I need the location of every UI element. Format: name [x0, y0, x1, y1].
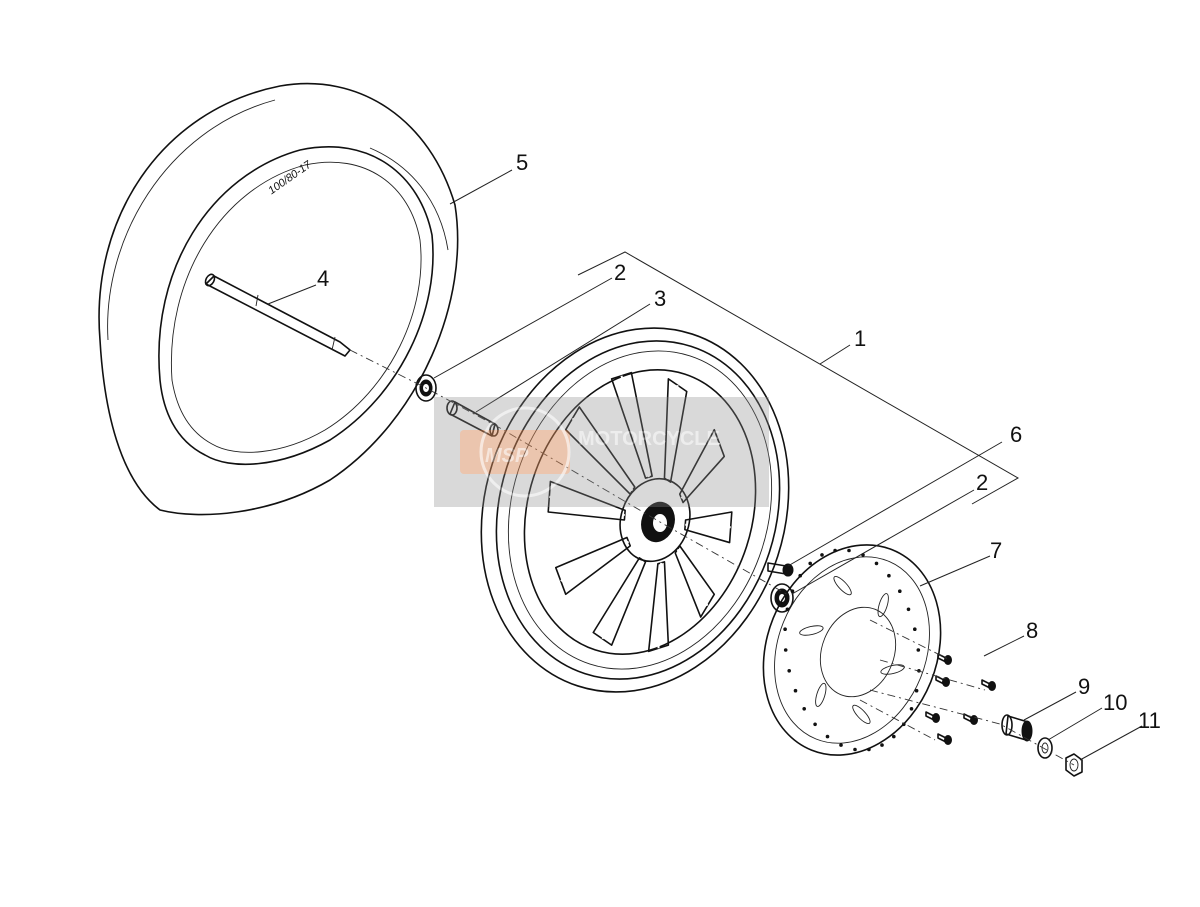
assembly-axis-line: [349, 349, 791, 597]
disc-vent-holes: [783, 548, 921, 752]
axle-part[interactable]: [204, 273, 351, 357]
callout-2-bottom: 2: [976, 470, 988, 495]
washer-part[interactable]: [1037, 737, 1053, 759]
brake-disc-part[interactable]: [733, 518, 972, 782]
leader-lines: [267, 169, 1143, 761]
callout-4: 4: [317, 266, 329, 291]
bearing-right-part[interactable]: [770, 583, 794, 613]
wheel-rim-part[interactable]: [435, 288, 835, 733]
wheel-spacer-part[interactable]: [1001, 714, 1033, 742]
callout-1: 1: [854, 326, 866, 351]
callout-6: 6: [1010, 422, 1022, 447]
watermark-brand: MOTORCYCLE: [578, 428, 720, 450]
bolt-axis-lines: [859, 619, 1075, 766]
callout-7: 7: [990, 538, 1002, 563]
spacer-part[interactable]: [446, 400, 499, 437]
callout-3: 3: [654, 286, 666, 311]
callout-10: 10: [1103, 690, 1127, 715]
callout-9: 9: [1078, 674, 1090, 699]
callout-11: 11: [1138, 708, 1161, 733]
nut-part[interactable]: [1065, 753, 1083, 777]
callout-2-top: 2: [614, 260, 626, 285]
tire-part[interactable]: 100/80-17: [98, 82, 459, 516]
callout-8: 8: [1026, 618, 1038, 643]
watermark-logo: MSP: [485, 445, 529, 467]
rim-spokes: [547, 371, 733, 653]
disc-bolts-part[interactable]: [925, 653, 996, 745]
valve-part[interactable]: [767, 562, 794, 577]
callout-5: 5: [516, 150, 528, 175]
watermark: MSP MOTORCYCLE: [434, 397, 769, 507]
